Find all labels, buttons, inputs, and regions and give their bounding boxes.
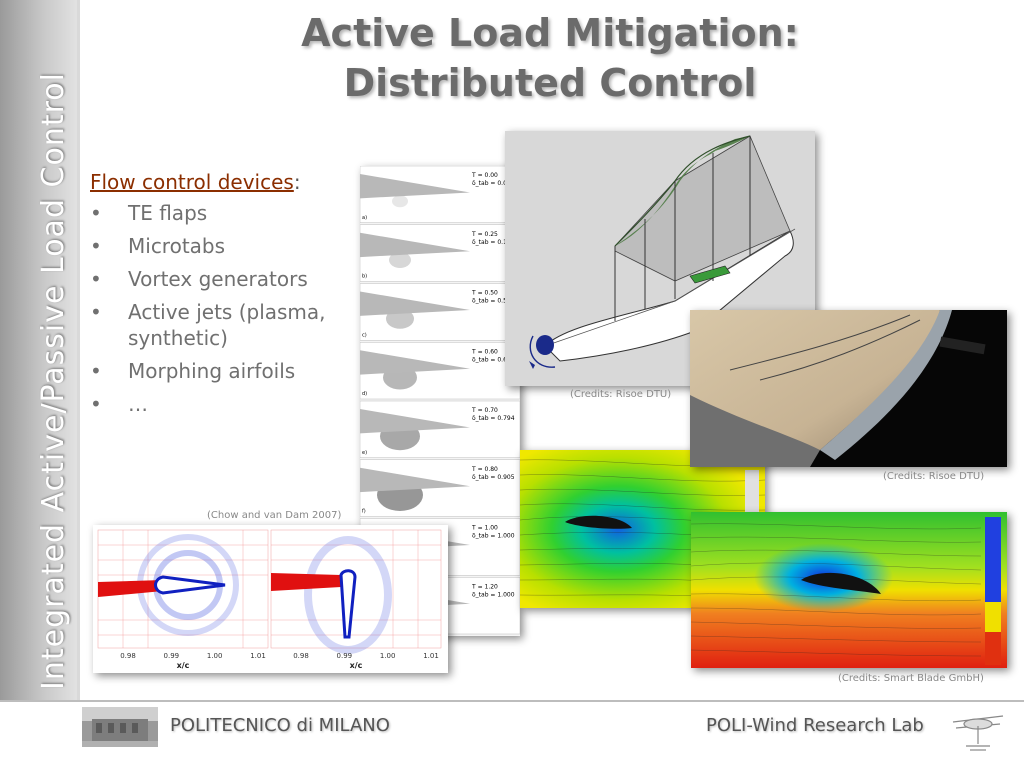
mesh-tick-label: 1.01	[423, 652, 439, 660]
bullet-text: Morphing airfoils	[128, 359, 296, 383]
mesh-tick-label: 1.00	[207, 652, 223, 660]
frame-tag: d)	[362, 391, 367, 397]
frame-time-label: T = 0.50	[471, 290, 498, 297]
credit-chow: (Chow and van Dam 2007)	[207, 510, 342, 521]
credit-smart-blade: (Credits: Smart Blade GmbH)	[838, 673, 984, 684]
footer-institution: POLITECNICO di MILANO	[170, 715, 390, 736]
bullet-item: • Vortex generators	[90, 266, 360, 292]
frame-tag: a)	[362, 215, 367, 221]
frame-tag: b)	[362, 274, 367, 280]
frame-deflection-label: δ_tab = 1.000	[472, 533, 515, 540]
footer-lab-name: POLI-Wind Research Lab	[706, 715, 924, 736]
bullet-dot: •	[90, 234, 102, 258]
poliwind-logo-svg	[952, 715, 1004, 751]
slide-title-line2: Distributed Control	[343, 61, 757, 105]
blade-photo-svg	[690, 310, 1007, 467]
mesh-tick-label: 0.98	[293, 652, 309, 660]
sidebar-title: Integrated Active/Passive Load Control	[36, 72, 71, 690]
frame-deflection-label: δ_tab = 0.905	[472, 474, 515, 481]
credit-risoe-photo: (Credits: Risoe DTU)	[883, 471, 985, 482]
frame-tag: f)	[362, 509, 366, 515]
frame-tag: e)	[362, 450, 367, 456]
mesh-figure: 0.98 0.99 1.00 1.01 x/c 0.98 0.99 1.00 1.01 x/c	[93, 525, 448, 673]
mesh-axis-label: x/c	[177, 661, 190, 670]
bullet-text: TE flaps	[128, 201, 208, 225]
mesh-tick-label: 1.01	[250, 652, 266, 660]
slide-title: Active Load Mitigation: Distributed Cont…	[250, 8, 850, 108]
frame-deflection-label: δ_tab = 0.000	[472, 180, 515, 187]
microtab-frame: T = 0.70δ_tab = 0.794 e)	[360, 400, 520, 458]
mesh-tick-label: 0.98	[120, 652, 136, 660]
cfd-streamline-figure-2	[691, 512, 1007, 668]
frame-deflection-label: δ_tab = 0.500	[472, 298, 515, 305]
blade-photo	[690, 310, 1007, 467]
mesh-tick-label: 0.99	[337, 652, 353, 660]
bullet-dot: •	[90, 359, 102, 383]
slide-title-line1: Active Load Mitigation:	[301, 11, 799, 55]
bullet-block: Flow control devices: • TE flaps • Microtab…	[90, 170, 360, 424]
sidebar-band	[0, 0, 80, 700]
bullet-text: Active jets (plasma, synthetic)	[128, 300, 326, 350]
frame-time-label: T = 0.60	[471, 348, 498, 355]
microtab-frame: T = 0.80δ_tab = 0.905 f)	[360, 459, 520, 517]
frame-time-label: T = 1.20	[471, 583, 498, 590]
bullet-text: Microtabs	[128, 234, 226, 258]
bullet-item: • Microtabs	[90, 233, 360, 259]
mesh-tick-label: 1.00	[380, 652, 396, 660]
frame-deflection-label: δ_tab = 0.656	[472, 356, 515, 363]
footer-campus-photo	[82, 707, 158, 747]
frame-time-label: T = 0.80	[471, 466, 498, 473]
mesh-svg: 0.98 0.99 1.00 1.01 x/c 0.98 0.99 1.00 1.01 x/c	[93, 525, 448, 673]
bullet-heading-colon: :	[293, 170, 301, 194]
bullet-item: • Active jets (plasma, synthetic)	[90, 299, 360, 351]
microtab-frame: T = 0.00δ_tab = 0.000 a)	[360, 166, 520, 223]
bullet-dot: •	[90, 267, 102, 291]
microtab-frame: T = 0.50δ_tab = 0.500 c)	[360, 283, 520, 341]
bullet-text: …	[128, 392, 148, 416]
mesh-axis-label: x/c	[350, 661, 363, 670]
frame-deflection-label: δ_tab = 0.146	[472, 239, 515, 246]
bullet-dot: •	[90, 392, 102, 416]
frame-time-label: T = 0.25	[471, 231, 498, 238]
frame-deflection-label: δ_tab = 0.794	[472, 415, 515, 422]
frame-time-label: T = 0.70	[471, 407, 498, 414]
bullet-dot: •	[90, 300, 102, 324]
campus-photo-svg	[82, 707, 158, 747]
bullet-dot: •	[90, 201, 102, 225]
footer-divider	[0, 700, 1024, 702]
frame-deflection-label: δ_tab = 1.000	[472, 591, 515, 598]
cfd-streamline-svg-2	[691, 512, 1007, 668]
frame-time-label: T = 1.00	[471, 525, 498, 532]
poliwind-logo	[948, 704, 1008, 754]
bullet-heading: Flow control devices	[90, 170, 294, 194]
bullet-item: • Morphing airfoils	[90, 358, 360, 384]
bullet-text: Vortex generators	[128, 267, 308, 291]
mesh-tick-label: 0.99	[164, 652, 180, 660]
microtab-frame: T = 0.25δ_tab = 0.146 b)	[360, 224, 520, 282]
microtab-frame: T = 0.60δ_tab = 0.656 d)	[360, 342, 520, 400]
frame-tag: c)	[362, 332, 367, 338]
credit-risoe-blade: (Credits: Risoe DTU)	[570, 389, 672, 400]
bullet-item: •…	[90, 391, 360, 417]
bullet-list: • TE flaps • Microtabs • Vortex generators • Ac…	[90, 200, 360, 417]
frame-time-label: T = 0.00	[471, 172, 498, 179]
bullet-item: • TE flaps	[90, 200, 360, 226]
